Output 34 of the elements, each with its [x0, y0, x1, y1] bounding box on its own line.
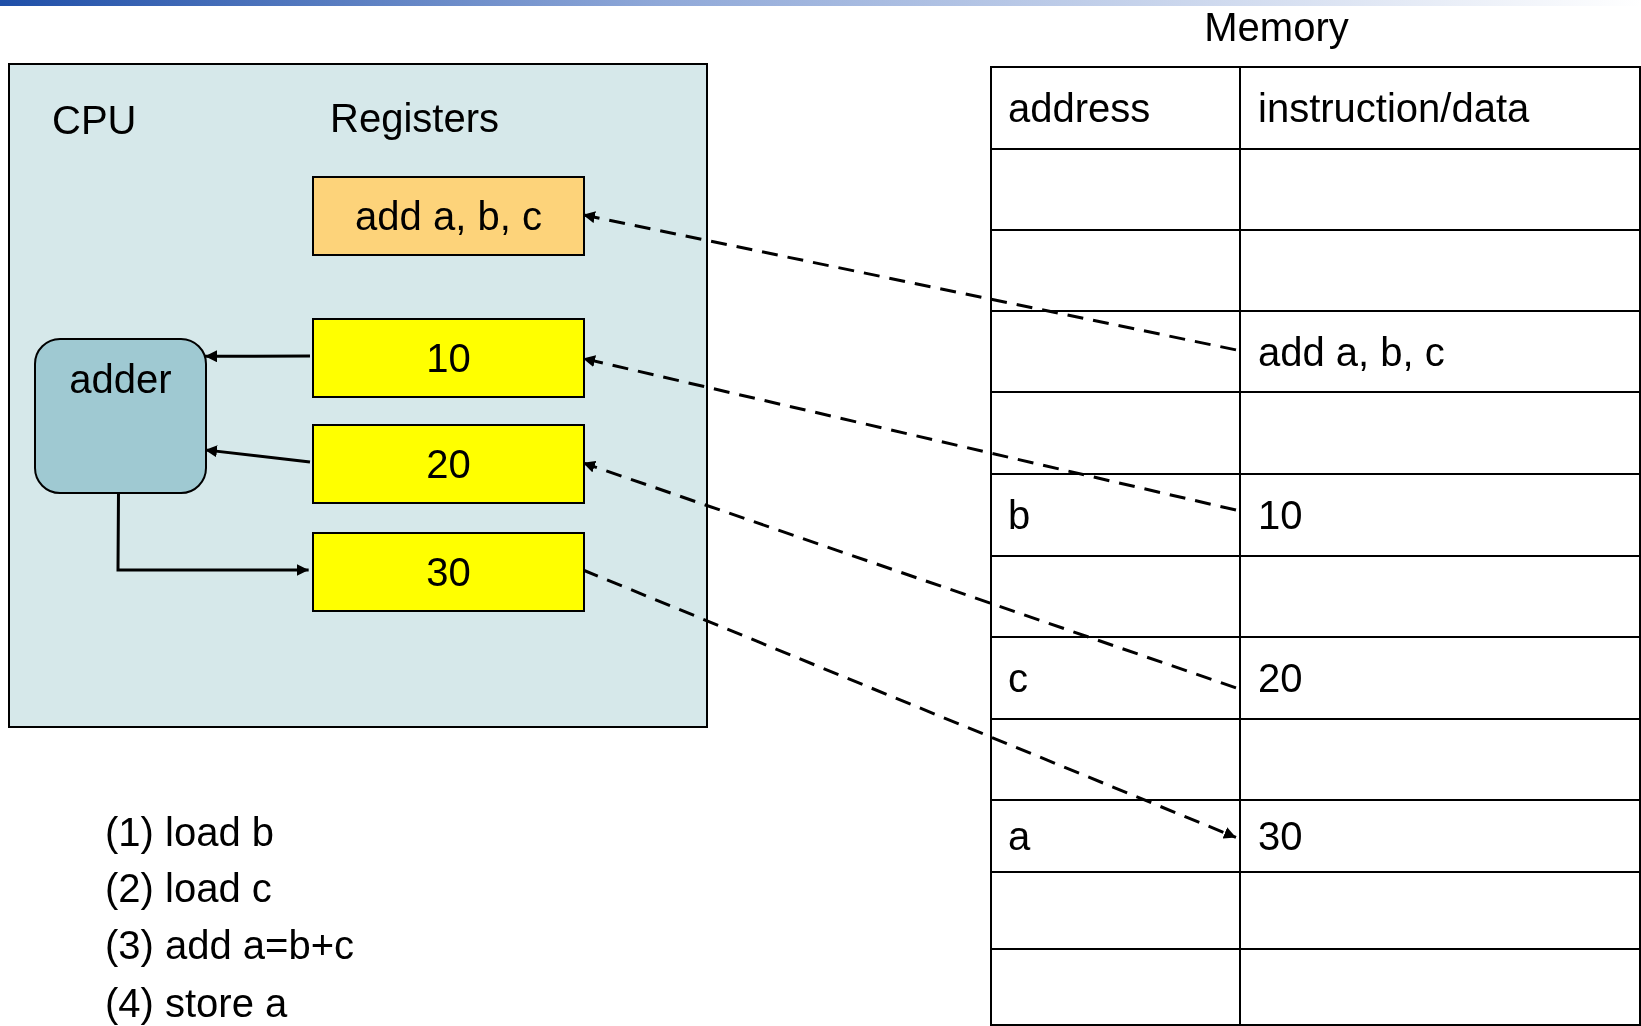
cell-text: 30	[1258, 813, 1303, 859]
arrow	[116, 492, 309, 576]
register-box	[312, 318, 585, 398]
cell-text: 20	[1258, 655, 1303, 701]
step-text: (1) load b	[105, 809, 274, 855]
adder-box	[34, 338, 207, 494]
box-label: add a, b, c	[355, 193, 542, 239]
box-label: 10	[426, 335, 471, 381]
panel-title: CPU	[52, 97, 137, 143]
arrow	[582, 568, 1237, 839]
arrow	[582, 461, 1237, 690]
cell-text: instruction/data	[1258, 85, 1530, 131]
step-text: (2) load c	[105, 865, 272, 911]
cell-text: b	[1008, 492, 1031, 538]
arrow	[205, 350, 310, 363]
cpu-panel	[8, 63, 708, 728]
cell-text: a	[1008, 813, 1031, 859]
box-label: adder	[69, 356, 172, 403]
arrow	[582, 211, 1237, 352]
cell-text: address	[1008, 85, 1151, 131]
arrow	[582, 355, 1237, 512]
register-box	[312, 424, 585, 504]
register-box	[312, 176, 585, 256]
table-heading: Memory	[1203, 4, 1350, 50]
arrow	[204, 445, 311, 464]
box-label: 30	[426, 549, 471, 595]
box-label: 20	[426, 441, 471, 487]
cell-text: c	[1008, 655, 1028, 701]
register-box	[312, 532, 585, 612]
cell-text: add a, b, c	[1258, 328, 1445, 375]
step-text: (3) add a=b+c	[105, 922, 355, 968]
section-title: Registers	[330, 95, 499, 141]
step-text: (4) store a	[105, 980, 288, 1026]
cell-text: 10	[1258, 492, 1303, 538]
